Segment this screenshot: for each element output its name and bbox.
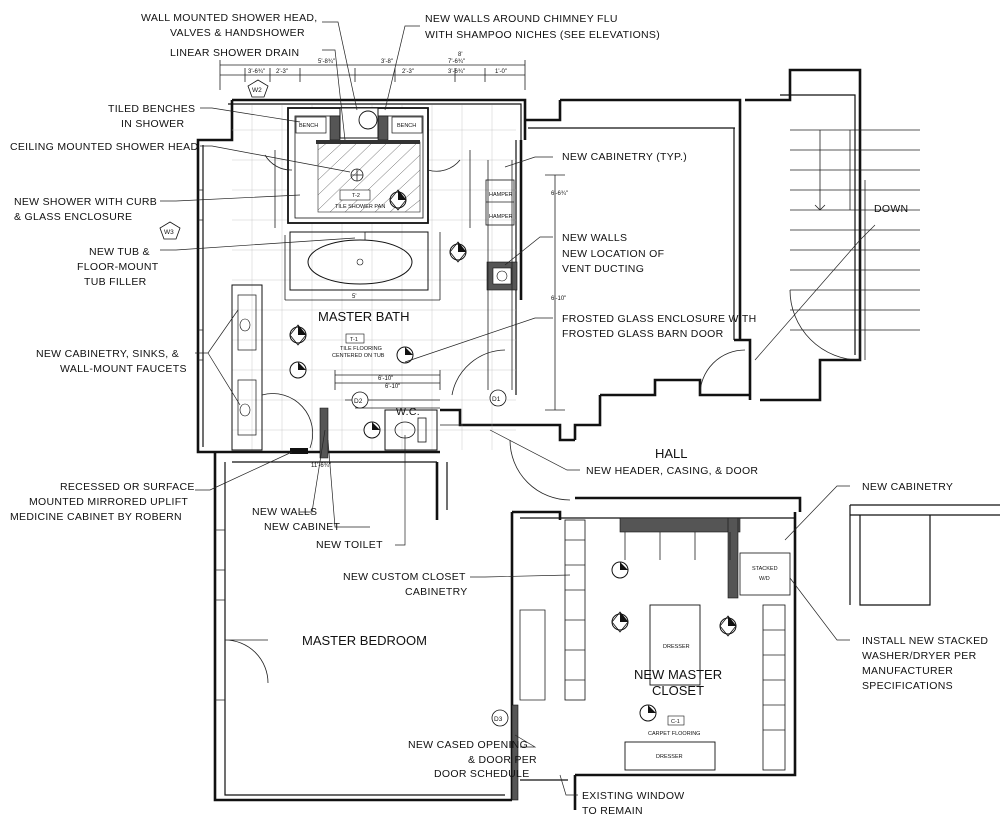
- tag-symbols: [159, 79, 685, 727]
- tag-labels: W2 W3 D1 D2 D3: [164, 87, 503, 723]
- callout-shower-2: & GLASS ENCLOSURE: [14, 211, 132, 223]
- dim-11: 6'-10": [385, 384, 400, 390]
- room-hall: HALL: [655, 446, 688, 461]
- tag-t1: T-1: [350, 337, 358, 343]
- dimension-lines: [219, 60, 565, 411]
- room-closet-line1: NEW MASTER: [634, 667, 722, 682]
- closet-cabinetry: [511, 517, 791, 801]
- callout-closet-cab-2: CABINETRY: [405, 586, 468, 598]
- room-closet-line2: CLOSET: [652, 683, 704, 698]
- tag-d2: D2: [354, 398, 363, 405]
- label-dresser-1: DRESSER: [663, 644, 690, 650]
- callout-new-cabinet: NEW CABINET: [264, 521, 341, 533]
- callout-new-walls-right: NEW WALLS: [562, 232, 627, 244]
- callout-cased-1: NEW CASED OPENING: [408, 739, 528, 751]
- dim-8: 3'-6¾": [448, 69, 465, 75]
- callouts-left: WALL MOUNTED SHOWER HEAD, VALVES & HANDS…: [10, 12, 685, 817]
- label-hamper-1: HAMPER: [489, 192, 513, 198]
- room-labels: MASTER BATH MASTER BEDROOM HALL NEW MAST…: [302, 203, 908, 698]
- callout-cased-3: DOOR SCHEDULE: [434, 768, 530, 780]
- callout-new-cabinetry: NEW CABINETRY: [862, 481, 953, 493]
- callout-washer-4: SPECIFICATIONS: [862, 680, 953, 692]
- callout-cabinetry-typ: NEW CABINETRY (TYP.): [562, 151, 687, 163]
- callout-closet-cab-1: NEW CUSTOM CLOSET: [343, 571, 466, 583]
- label-stacked-2: W/D: [759, 576, 770, 582]
- door-swings: [440, 349, 571, 501]
- dim-3: 5'-8¾": [318, 59, 335, 65]
- callout-sinks-2: WALL-MOUNT FAUCETS: [60, 363, 187, 375]
- callout-window-2: TO REMAIN: [582, 805, 643, 817]
- callout-med-1: RECESSED OR SURFACE: [60, 481, 195, 493]
- callout-shower-head-1: WALL MOUNTED SHOWER HEAD,: [141, 12, 317, 24]
- dim-5: 8': [458, 52, 462, 58]
- leader-lines: [160, 21, 876, 796]
- callout-tub-2: FLOOR-MOUNT: [77, 261, 159, 273]
- callout-new-walls-left: NEW WALLS: [252, 506, 317, 518]
- callout-shower-head-2: VALVES & HANDSHOWER: [170, 27, 305, 39]
- callout-new-toilet: NEW TOILET: [316, 539, 383, 551]
- callout-cased-2: & DOOR PER: [468, 754, 537, 766]
- bathtub: [289, 231, 429, 291]
- dim-7: 2'-3": [402, 69, 414, 75]
- dim-10: 6'-10": [378, 376, 393, 382]
- dim-9: 1'-0": [495, 69, 507, 75]
- room-master-bedroom: MASTER BEDROOM: [302, 633, 427, 648]
- dimension-text: 3'-6¾" 2'-3" 5'-8¾" 3'-8" 8' 7'-6¾" 2'-3…: [248, 52, 568, 469]
- tag-w3: W3: [164, 229, 174, 236]
- callout-frosted-2: FROSTED GLASS BARN DOOR: [562, 328, 724, 340]
- room-wc: W.C.: [396, 406, 420, 418]
- existing-walls: [196, 68, 1000, 810]
- callout-vent-2: VENT DUCTING: [562, 263, 644, 275]
- label-tile-shower: TILE SHOWER PAN: [335, 204, 385, 210]
- callouts-right: NEW WALLS AROUND CHIMNEY FLU WITH SHAMPO…: [425, 13, 988, 692]
- dim-12: 5': [352, 294, 356, 300]
- room-master-bath: MASTER BATH: [318, 309, 410, 324]
- dim-14: 6'-10": [551, 296, 566, 302]
- callout-washer-3: MANUFACTURER: [862, 665, 953, 677]
- label-bench-right: BENCH: [397, 123, 416, 129]
- callout-tub-3: TUB FILLER: [84, 276, 147, 288]
- label-bench-left: BENCH: [299, 123, 318, 129]
- callout-med-3: MEDICINE CABINET BY ROBERN: [10, 511, 182, 523]
- label-tile-flooring-1: TILE FLOORING: [340, 346, 382, 352]
- callout-med-2: MOUNTED MIRRORED UPLIFT: [29, 496, 188, 508]
- hamper-cabinetry: [485, 160, 518, 390]
- vanity-cabinetry: [231, 284, 314, 454]
- callout-chimney-2: WITH SHAMPOO NICHES (SEE ELEVATIONS): [425, 29, 660, 41]
- callout-window-1: EXISTING WINDOW: [582, 790, 685, 802]
- callout-shower-1: NEW SHOWER WITH CURB: [14, 196, 157, 208]
- callout-ceiling-head: CEILING MOUNTED SHOWER HEAD: [10, 141, 198, 153]
- dim-1: 3'-6¾": [248, 69, 265, 75]
- elevation-markers: [289, 189, 737, 722]
- callout-sinks-1: NEW CABINETRY, SINKS, &: [36, 348, 179, 360]
- label-stacked-1: STACKED: [752, 566, 778, 572]
- tag-c1: C-1: [671, 719, 680, 725]
- callout-header: NEW HEADER, CASING, & DOOR: [586, 465, 758, 477]
- dim-15: 6'-6¾": [551, 191, 568, 197]
- callout-washer-1: INSTALL NEW STACKED: [862, 635, 988, 647]
- dim-6: 7'-6¾": [448, 59, 465, 65]
- fixture-labels: BENCH BENCH HAMPER HAMPER T-2 TILE SHOWE…: [299, 123, 778, 760]
- callout-benches-1: TILED BENCHES: [108, 103, 195, 115]
- tag-d3: D3: [494, 716, 503, 723]
- tag-t2: T-2: [352, 193, 360, 199]
- dim-13: 11'-6¾": [311, 463, 331, 469]
- callout-chimney-1: NEW WALLS AROUND CHIMNEY FLU: [425, 13, 618, 25]
- callout-drain: LINEAR SHOWER DRAIN: [170, 47, 299, 59]
- label-carpet: CARPET FLOORING: [648, 731, 700, 737]
- callout-washer-2: WASHER/DRYER PER: [862, 650, 977, 662]
- callout-tub-1: NEW TUB &: [89, 246, 150, 258]
- tag-w2: W2: [252, 87, 262, 94]
- label-dresser-2: DRESSER: [656, 754, 683, 760]
- callout-frosted-1: FROSTED GLASS ENCLOSURE WITH: [562, 313, 757, 325]
- tag-d1: D1: [492, 396, 501, 403]
- stair-down: DOWN: [874, 203, 908, 215]
- label-tile-flooring-2: CENTERED ON TUB: [332, 353, 385, 359]
- label-hamper-2: HAMPER: [489, 214, 513, 220]
- callout-vent-1: NEW LOCATION OF: [562, 248, 664, 260]
- dim-2: 2'-3": [276, 69, 288, 75]
- dim-4: 3'-8": [381, 59, 393, 65]
- callout-benches-2: IN SHOWER: [121, 118, 184, 130]
